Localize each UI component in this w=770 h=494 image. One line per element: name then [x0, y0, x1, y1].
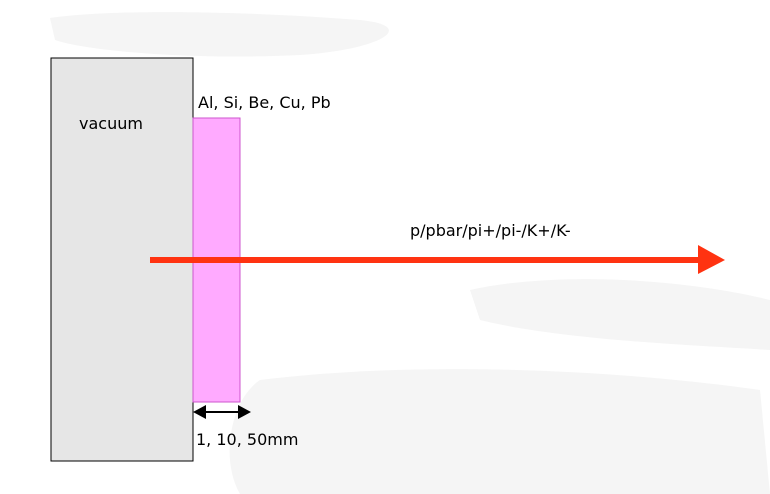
thickness-label: 1, 10, 50mm: [196, 430, 298, 449]
beam-particles-label: p/pbar/pi+/pi-/K+/K-: [410, 221, 571, 240]
background-texture: [50, 12, 770, 494]
background-blotch-bottom: [229, 369, 770, 494]
beam-arrow: [150, 245, 725, 274]
dimension-arrowhead-left: [193, 405, 206, 419]
materials-label: Al, Si, Be, Cu, Pb: [198, 93, 331, 112]
beam-arrowhead: [698, 245, 725, 274]
background-blotch-top: [50, 12, 389, 57]
dimension-arrowhead-right: [238, 405, 251, 419]
background-blotch-right: [470, 279, 770, 350]
thickness-dimension: [193, 405, 251, 419]
vacuum-label: vacuum: [79, 114, 143, 133]
